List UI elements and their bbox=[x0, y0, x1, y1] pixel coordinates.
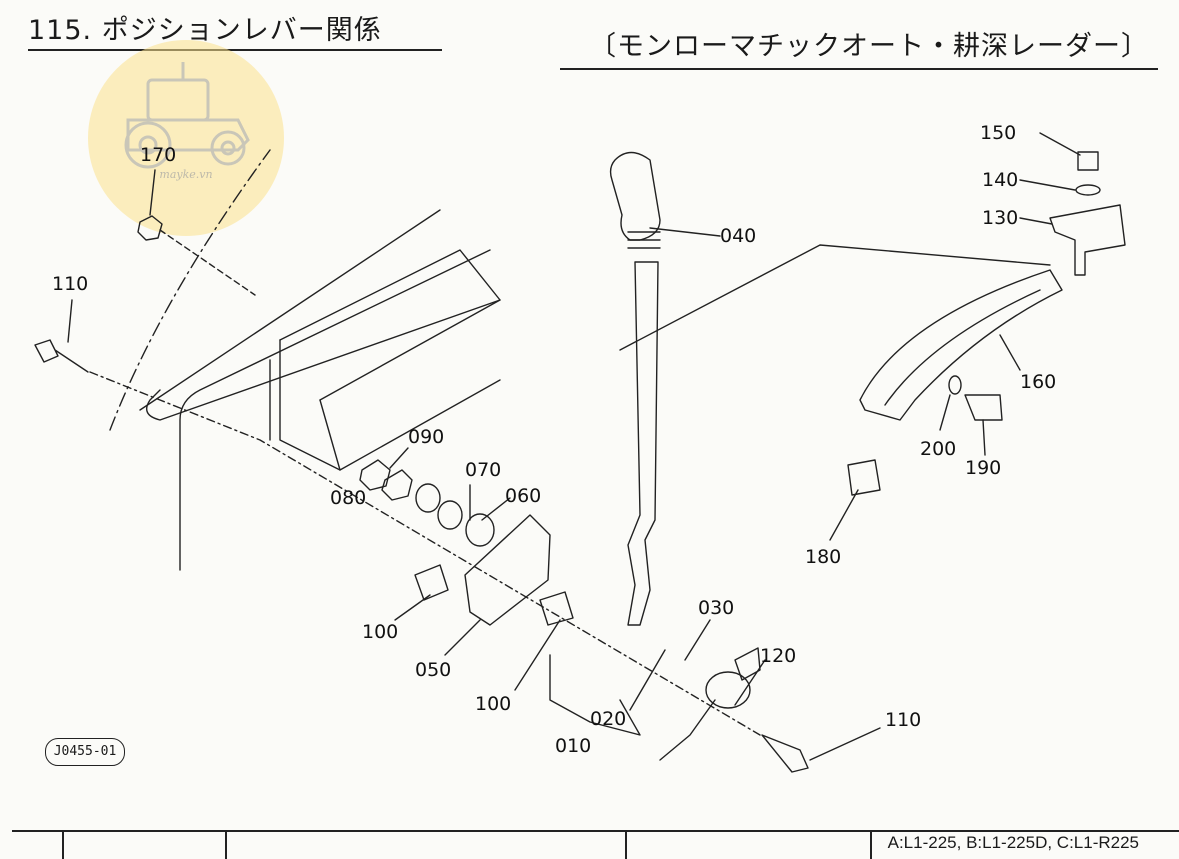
bracket-130 bbox=[1049, 204, 1126, 276]
switch-120 bbox=[705, 671, 751, 709]
table-divider bbox=[225, 832, 227, 859]
callout-040: 040 bbox=[720, 225, 756, 247]
callout-090: 090 bbox=[408, 426, 444, 448]
callout-160: 160 bbox=[1020, 371, 1056, 393]
bolt-150 bbox=[1077, 151, 1099, 171]
nut-180 bbox=[847, 459, 881, 496]
plate-050 bbox=[464, 514, 551, 626]
callout-200: 200 bbox=[920, 438, 956, 460]
nut-080 bbox=[381, 469, 413, 501]
callout-010: 010 bbox=[555, 735, 591, 757]
frame-outline bbox=[179, 249, 491, 571]
watermark-site-text: mayke.vn bbox=[159, 168, 212, 181]
callout-080: 080 bbox=[330, 487, 366, 509]
washer-140 bbox=[1075, 184, 1101, 196]
nut-170 bbox=[137, 215, 163, 241]
model-applicability-note: A:L1-225, B:L1-225D, C:L1-R225 bbox=[887, 833, 1139, 852]
collar-100b bbox=[539, 591, 574, 626]
knob-190 bbox=[964, 394, 1003, 421]
callout-120: 120 bbox=[760, 645, 796, 667]
title-underline bbox=[560, 68, 1158, 70]
callout-110a: 110 bbox=[52, 273, 88, 295]
callout-labels: 170 110 090 080 070 060 100 050 100 040 … bbox=[52, 122, 1056, 757]
table-divider bbox=[870, 832, 872, 859]
table-divider bbox=[62, 832, 64, 859]
callout-100b: 100 bbox=[475, 693, 511, 715]
callout-050: 050 bbox=[415, 659, 451, 681]
frame-edge bbox=[139, 209, 441, 411]
nut-090 bbox=[359, 459, 391, 491]
bolt-110a bbox=[34, 339, 89, 373]
callout-140: 140 bbox=[982, 169, 1018, 191]
lever-arm bbox=[627, 261, 659, 626]
callout-110b: 110 bbox=[885, 709, 921, 731]
table-divider bbox=[625, 832, 627, 859]
washer-200 bbox=[948, 375, 962, 395]
tractor-icon: mayke.vn bbox=[124, 62, 250, 181]
callout-020: 020 bbox=[590, 708, 626, 730]
watermark-logo: mayke.vn bbox=[88, 40, 284, 236]
callout-100a: 100 bbox=[362, 621, 398, 643]
drawing-code: J0455-01 bbox=[45, 738, 125, 766]
parts-table-header bbox=[12, 830, 1179, 859]
bolt-110b bbox=[761, 734, 809, 773]
guide-bracket-160 bbox=[859, 269, 1063, 421]
washer-060a bbox=[437, 500, 463, 530]
callout-190: 190 bbox=[965, 457, 1001, 479]
callout-070: 070 bbox=[465, 459, 501, 481]
knob-040 bbox=[609, 151, 661, 241]
washer-060b bbox=[465, 513, 495, 547]
callout-150: 150 bbox=[980, 122, 1016, 144]
model-subtitle: 〔モンローマチックオート・耕深レーダー〕 bbox=[589, 31, 1149, 62]
callout-030: 030 bbox=[698, 597, 734, 619]
callout-060: 060 bbox=[505, 485, 541, 507]
callout-170: 170 bbox=[140, 144, 176, 166]
washer-070 bbox=[415, 483, 441, 513]
collar-100a bbox=[414, 564, 449, 601]
callout-180: 180 bbox=[805, 546, 841, 568]
callout-130: 130 bbox=[982, 207, 1018, 229]
